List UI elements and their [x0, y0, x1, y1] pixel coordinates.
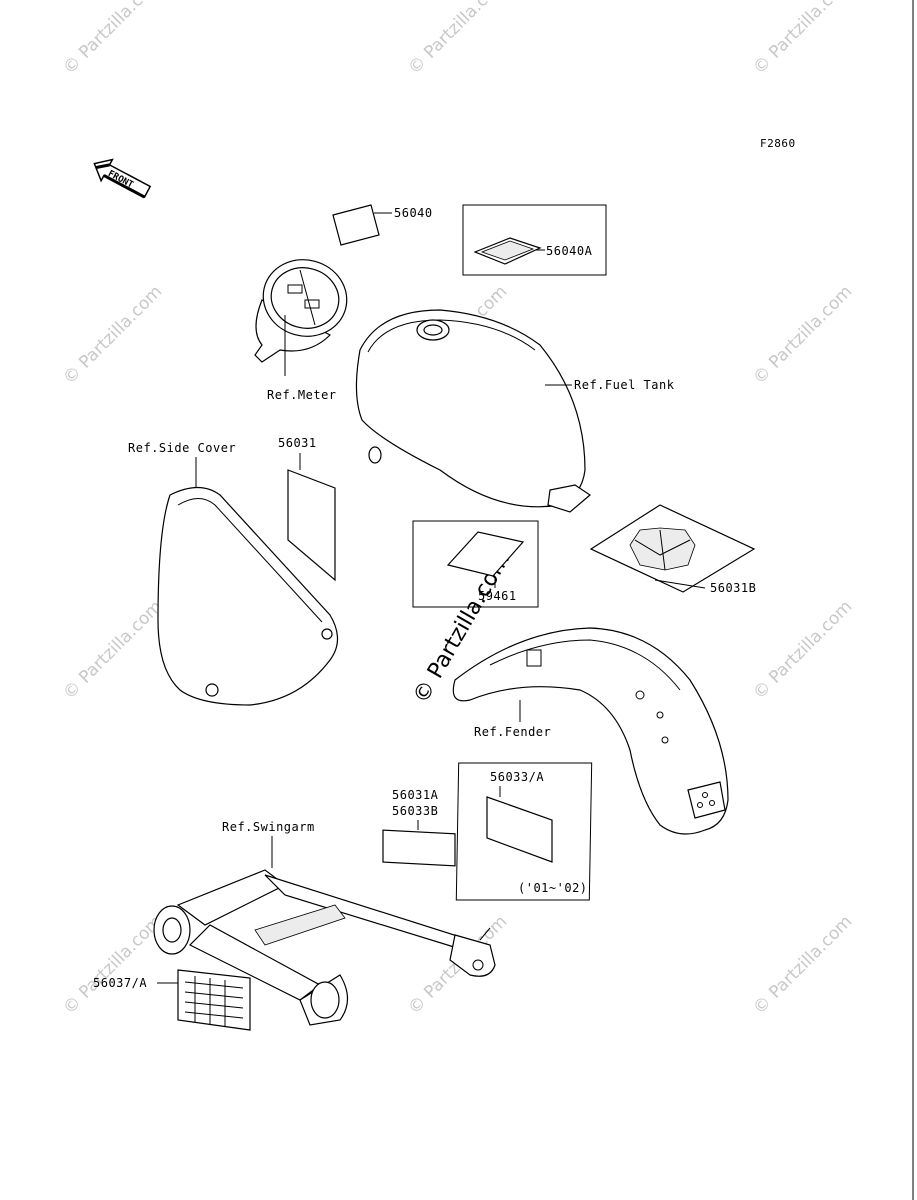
part-number-59461: 59461 — [478, 589, 517, 603]
watermark: © Partzilla.com — [59, 282, 166, 389]
box-56033a: 56033/A ('01~'02) — [455, 762, 593, 901]
ref-fender: Ref.Fender — [474, 725, 551, 739]
part-number-56033a: 56033/A — [490, 770, 544, 784]
ref-side-cover: Ref.Side Cover — [128, 441, 236, 455]
ref-swingarm: Ref.Swingarm — [222, 820, 315, 834]
part-number-56037a: 56037/A — [93, 976, 147, 990]
part-number-56033b: 56033B — [392, 804, 438, 818]
watermark: © Partzilla.com — [59, 597, 166, 704]
part-number-56040a: 56040A — [546, 244, 593, 258]
part-number-56031b: 56031B — [710, 581, 756, 595]
figure-code: F2860 — [760, 137, 796, 150]
sticker-56037a — [177, 969, 251, 1031]
year-range: ('01~'02) — [518, 881, 588, 895]
watermark: © Partzilla.com — [404, 0, 511, 79]
watermark: © Partzilla.com — [749, 912, 856, 1019]
ca-box-59461: 59461 — [412, 520, 539, 608]
part-number-56031: 56031 — [278, 436, 317, 450]
meter-drawing — [254, 259, 348, 376]
fender-drawing — [452, 627, 729, 835]
sticker-56031b: 56031B — [589, 504, 756, 595]
watermark: © Partzilla.com — [749, 282, 856, 389]
watermark: © Partzilla.com — [59, 912, 166, 1019]
watermark: © Partzilla.com — [59, 0, 166, 79]
sticker-56031a — [382, 829, 456, 867]
side-cover-drawing — [157, 486, 339, 706]
part-number-56031a: 56031A — [392, 788, 439, 802]
ca-box-56040a: 56040A — [462, 204, 607, 276]
label-56040: 56040 — [332, 204, 433, 246]
watermark: © Partzilla.com — [749, 0, 856, 79]
part-number-56040: 56040 — [394, 206, 433, 220]
swingarm-drawing — [153, 869, 496, 1026]
front-arrow-icon: FRONT — [93, 158, 152, 199]
sticker-56031 — [287, 469, 336, 582]
ref-meter: Ref.Meter — [267, 388, 337, 402]
watermark: © Partzilla.com — [749, 597, 856, 704]
ref-fuel-tank: Ref.Fuel Tank — [574, 378, 675, 392]
fuel-tank-drawing — [355, 309, 591, 513]
